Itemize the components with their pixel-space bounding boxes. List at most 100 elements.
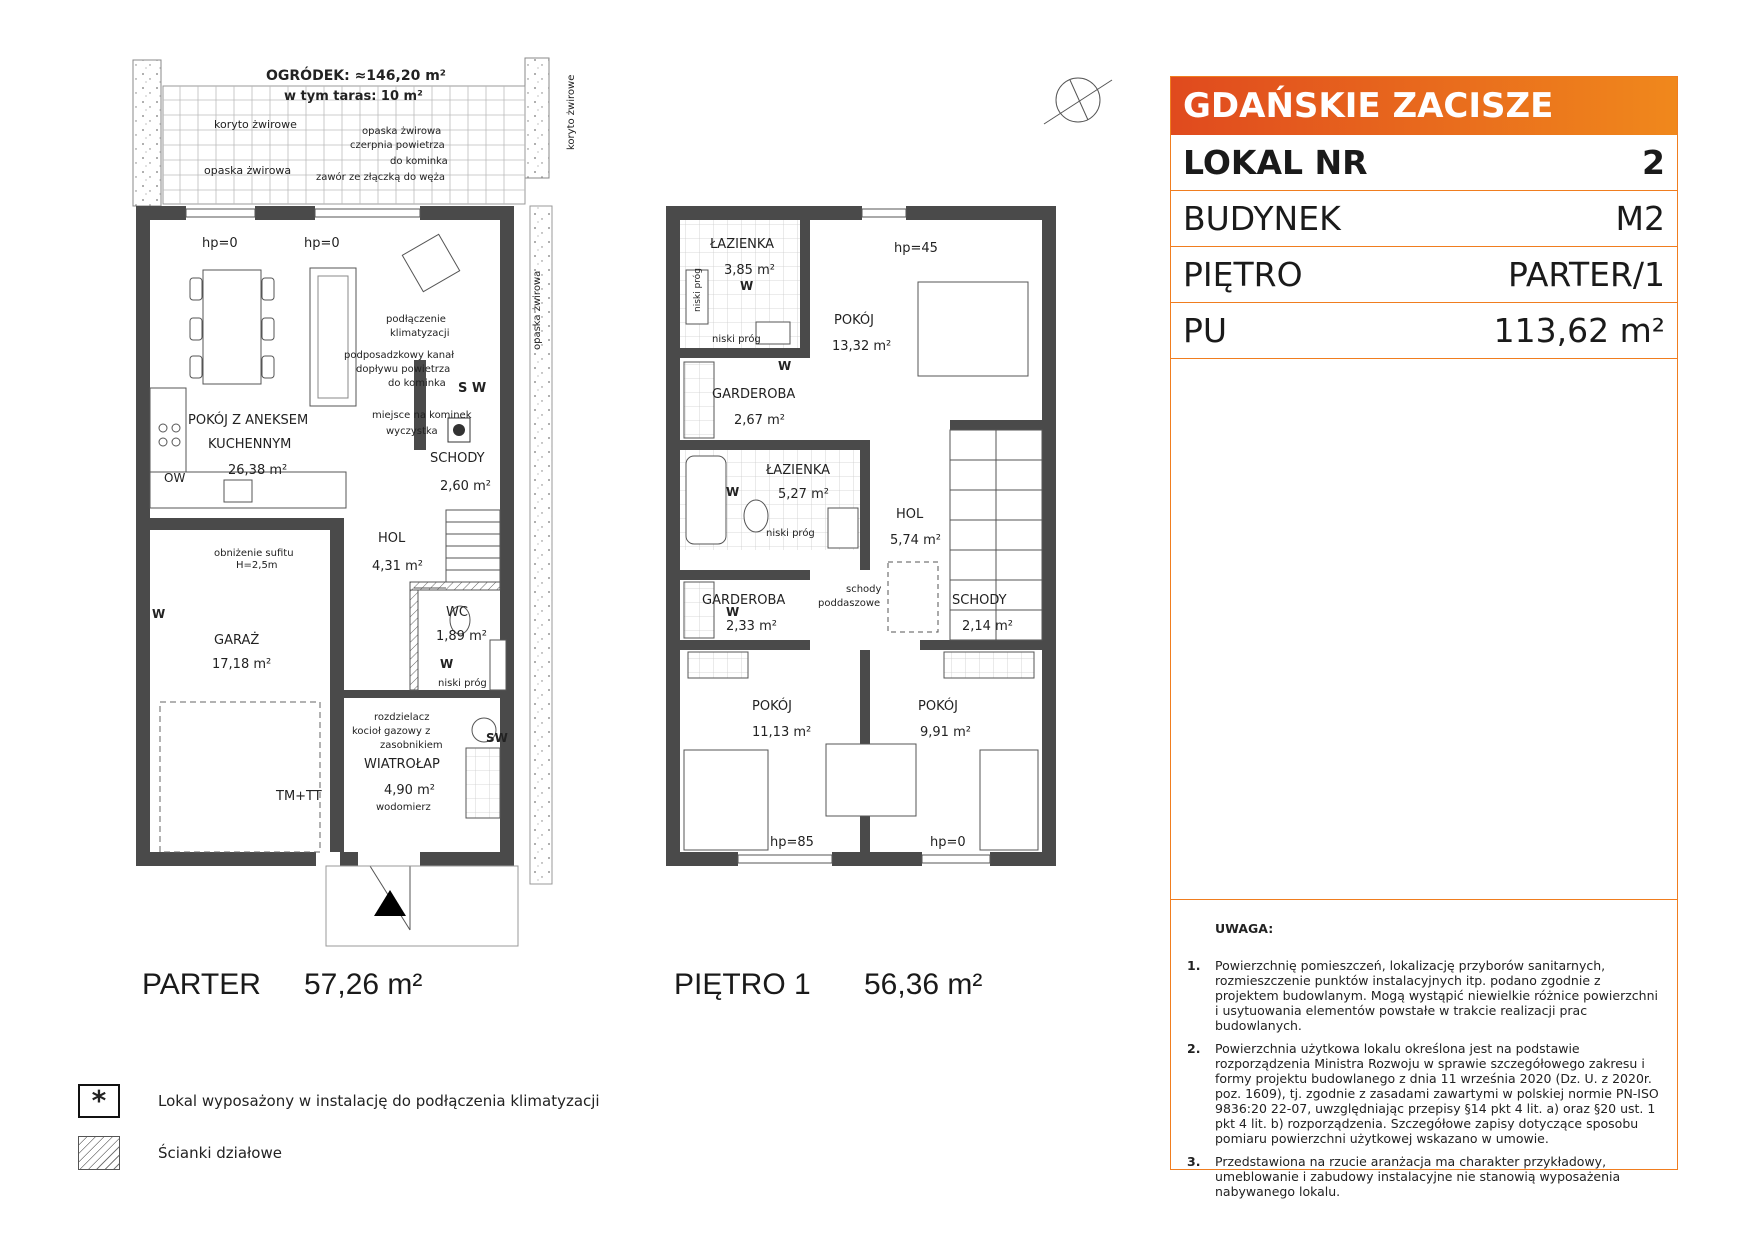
f1-wall-bath1-east xyxy=(800,220,810,348)
label-ow: OW xyxy=(164,471,185,485)
windows-ground xyxy=(185,208,421,218)
wall-south-c xyxy=(420,852,514,866)
wall-south-b xyxy=(340,852,358,866)
f1-wardrobe2 xyxy=(683,581,715,639)
label-hp2: hp=0 xyxy=(304,236,340,251)
wall-stairs xyxy=(414,360,426,450)
label-kominek1: miejsce na kominek xyxy=(372,410,472,421)
f1-wall-bath1-south xyxy=(680,348,810,358)
label-klima2: klimatyzacji xyxy=(390,328,450,339)
entrance-porch xyxy=(325,865,519,947)
garden-title: OGRÓDEK: ≈146,20 m² xyxy=(266,66,446,84)
note-text: Powierzchnię pomieszczeń, lokalizację pr… xyxy=(1215,958,1658,1033)
f1-ward1-area: 2,67 m² xyxy=(734,413,785,428)
label-opaska-right: opaska żwirowa xyxy=(362,126,441,137)
compass-icon xyxy=(1043,77,1113,125)
f1-stairs xyxy=(949,429,1043,641)
label-sufit2: H=2,5m xyxy=(236,560,278,571)
note-item: 2. Powierzchnia użytkowa lokalu określon… xyxy=(1181,1041,1661,1146)
label-kanal3: do kominka xyxy=(388,378,446,389)
label-rozdz2: kocioł gazowy z xyxy=(352,726,430,737)
f1-bed2-area: 11,13 m² xyxy=(752,725,811,740)
wall-south-a xyxy=(136,852,316,866)
info-label: BUDYNEK xyxy=(1183,199,1341,238)
f1-bathtub xyxy=(685,455,727,545)
f1-bed-double xyxy=(917,281,1029,377)
boiler xyxy=(471,717,497,743)
f1-label-w1: W xyxy=(740,279,753,293)
entrance-arrow xyxy=(374,890,406,916)
label-zawor: zawór ze złączką do węża xyxy=(316,171,445,183)
room-stairs-area: 2,60 m² xyxy=(440,479,491,494)
wall-garage-east xyxy=(330,530,344,852)
armchair xyxy=(401,233,461,293)
f1-bath2-name: ŁAZIENKA xyxy=(765,463,830,478)
f1-bed-single-1 xyxy=(683,749,769,851)
note-number: 3. xyxy=(1187,1154,1201,1169)
legend-walls-text: Ścianki działowe xyxy=(158,1144,282,1162)
info-panel: GDAŃSKIE ZACISZE LOKAL NR 2 BUDYNEK M2 P… xyxy=(1170,76,1678,1199)
room-wc-area: 1,89 m² xyxy=(436,629,487,644)
label-rozdz1: rozdzielacz xyxy=(374,712,429,723)
f1-label-podd2: poddaszowe xyxy=(818,598,880,609)
f1-stairs-area: 2,14 m² xyxy=(962,619,1013,634)
f1-ward2-area: 2,33 m² xyxy=(726,619,777,634)
note-number: 2. xyxy=(1187,1041,1201,1056)
label-rozdz3: zasobnikiem xyxy=(380,740,443,751)
ground-floor-plan xyxy=(132,57,553,947)
info-label: PIĘTRO xyxy=(1183,255,1303,294)
ground-floor-name: PARTER xyxy=(142,968,261,1001)
garden-terrace: w tym taras: 10 m² xyxy=(284,89,423,104)
label-tm: TM+TT xyxy=(275,789,322,804)
wall-north-c xyxy=(420,206,514,220)
first-floor-name: PIĘTRO 1 xyxy=(674,968,811,1001)
f1-wall-south-c xyxy=(990,852,1056,866)
label-czerpnia1: czerpnia powietrza xyxy=(350,140,445,151)
f1-bath2-area: 5,27 m² xyxy=(778,487,829,502)
note-item: 3. Przedstawiona na rzucie aranżacja ma … xyxy=(1181,1154,1661,1199)
info-row-pu: PU 113,62 m² xyxy=(1171,303,1677,359)
f1-label-niski2: niski próg xyxy=(766,527,815,539)
legend-ac-icon: * xyxy=(78,1084,120,1118)
label-klima1: podłączenie xyxy=(386,314,446,325)
partition-wc xyxy=(409,581,501,591)
f1-wall-bed2-north xyxy=(680,640,810,650)
room-vestibule-area: 4,90 m² xyxy=(384,783,435,798)
info-label: LOKAL NR xyxy=(1183,143,1368,182)
legend-hatch-icon xyxy=(78,1136,120,1170)
f1-wall-bath2-east xyxy=(860,440,870,570)
f1-ward1-name: GARDEROBA xyxy=(712,387,795,402)
gravel-strip-right xyxy=(529,205,553,885)
wall-west xyxy=(136,206,150,866)
label-hp1: hp=0 xyxy=(202,236,238,251)
info-row-lokal: LOKAL NR 2 xyxy=(1171,135,1677,191)
dining-table xyxy=(202,269,262,385)
f1-wall-north-a xyxy=(666,206,862,220)
room-stairs-name: SCHODY xyxy=(430,451,485,466)
f1-label-niski3: niski próg xyxy=(692,268,703,312)
label-kanal2: dopływu powietrza xyxy=(356,364,450,375)
wall-garage-north xyxy=(150,518,344,530)
first-floor-area: 56,36 m² xyxy=(864,968,983,1001)
f1-wall-bed3-north xyxy=(920,640,1042,650)
room-vestibule-name: WIATROŁAP xyxy=(364,757,440,772)
f1-wall-south-a xyxy=(666,852,738,866)
label-czerpnia2: do kominka xyxy=(390,156,448,167)
f1-label-hp85: hp=85 xyxy=(770,835,814,850)
f1-label-hp45: hp=45 xyxy=(894,241,938,256)
brand-title: GDAŃSKIE ZACISZE xyxy=(1171,77,1677,135)
f1-bath1-name: ŁAZIENKA xyxy=(709,237,774,252)
f1-wall-bath2-north xyxy=(680,440,868,450)
stairs-ground xyxy=(414,509,501,589)
note-number: 1. xyxy=(1187,958,1201,973)
f1-bed1-name: POKÓJ xyxy=(834,312,874,328)
room-hall-name: HOL xyxy=(378,531,406,546)
sofa xyxy=(309,267,357,407)
room-living-name2: KUCHENNYM xyxy=(208,437,291,452)
f1-hall-area: 5,74 m² xyxy=(890,533,941,548)
site-thumbnail-frame xyxy=(1171,359,1677,900)
info-value: M2 xyxy=(1615,199,1665,238)
f1-label-hp0: hp=0 xyxy=(930,835,966,850)
room-garage-area: 17,18 m² xyxy=(212,657,271,672)
